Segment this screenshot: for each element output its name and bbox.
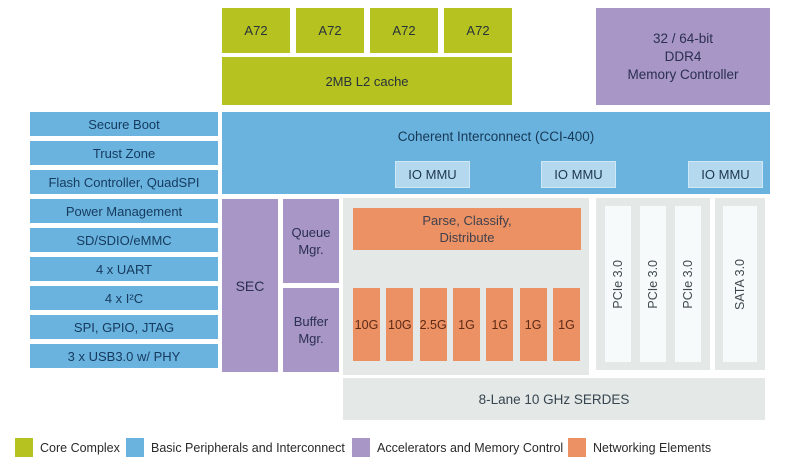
legend-label: Basic Peripherals and Interconnect <box>151 440 345 455</box>
parse-classify-distribute-block: Parse, Classify, Distribute <box>353 208 581 250</box>
coherent-interconnect-label: Coherent Interconnect (CCI-400) <box>397 129 595 144</box>
buffer-manager-block: Buffer Mgr. <box>283 288 339 372</box>
pcie-container: PCIe 3.0 PCIe 3.0 PCIe 3.0 <box>596 198 710 370</box>
io-mmu-block: IO MMU <box>395 161 470 188</box>
l2-cache-block: 2MB L2 cache <box>222 57 512 105</box>
sata-container: SATA 3.0 <box>715 198 765 370</box>
networking-container: Parse, Classify, Distribute 10G 10G 2.5G… <box>343 198 589 375</box>
pcie-lane-label: PCIe 3.0 <box>646 259 660 309</box>
cpu-core-block: A72 <box>296 8 364 53</box>
sata-lane-label: SATA 3.0 <box>733 258 747 310</box>
legend-label: Accelerators and Memory Control <box>377 440 564 455</box>
sata-lane-block: SATA 3.0 <box>723 206 757 362</box>
legend-item-networking: Networking Elements <box>568 438 711 457</box>
cpu-core-block: A72 <box>444 8 512 53</box>
io-mmu-block: IO MMU <box>541 161 616 188</box>
ddr4-line: Memory Controller <box>627 66 739 82</box>
parse-line: Parse, Classify, <box>422 213 512 228</box>
peripheral-spi-gpio-jtag: SPI, GPIO, JTAG <box>30 315 218 339</box>
cpu-core-block: A72 <box>222 8 290 53</box>
legend-item-core-complex: Core Complex <box>15 438 120 457</box>
peripheral-uart: 4 x UART <box>30 257 218 281</box>
legend-label: Core Complex <box>40 440 120 455</box>
legend-label: Networking Elements <box>593 440 712 455</box>
ethernet-port-block: 10G <box>353 288 380 361</box>
ethernet-port-block: 1G <box>486 288 514 361</box>
ethernet-port-block: 1G <box>519 288 547 361</box>
ethernet-port-row: 10G 10G 2.5G 1G 1G 1G 1G <box>353 288 580 361</box>
legend-item-accelerators: Accelerators and Memory Control <box>352 438 563 457</box>
ddr4-line: DDR4 <box>664 48 702 64</box>
legend-swatch-networking <box>568 438 586 457</box>
pcie-lane-label: PCIe 3.0 <box>611 259 625 309</box>
core-complex-row: A72 A72 A72 A72 <box>222 8 512 53</box>
ddr4-line: 32 / 64-bit <box>652 30 714 46</box>
io-mmu-block: IO MMU <box>688 161 763 188</box>
legend-swatch-core-complex <box>15 438 33 457</box>
peripheral-sd-sdio-emmc: SD/SDIO/eMMC <box>30 228 218 252</box>
legend-item-basic-peripherals: Basic Peripherals and Interconnect <box>126 438 345 457</box>
pcie-lane-block: PCIe 3.0 <box>675 206 701 362</box>
legend-swatch-accelerators <box>352 438 370 457</box>
coherent-interconnect-block: Coherent Interconnect (CCI-400) IO MMU I… <box>222 112 770 194</box>
peripheral-i2c: 4 x I²C <box>30 286 218 310</box>
legend-swatch-basic-peripherals <box>126 438 144 457</box>
pcie-lane-label: PCIe 3.0 <box>681 259 695 309</box>
ethernet-port-block: 1G <box>452 288 480 361</box>
ethernet-port-block: 1G <box>552 288 580 361</box>
peripheral-power-management: Power Management <box>30 199 218 223</box>
peripheral-flash-controller: Flash Controller, QuadSPI <box>30 170 218 194</box>
peripheral-trust-zone: Trust Zone <box>30 141 218 165</box>
pcie-lane-block: PCIe 3.0 <box>605 206 631 362</box>
ddr4-memory-controller-block: 32 / 64-bit DDR4 Memory Controller <box>596 8 770 105</box>
cpu-core-block: A72 <box>370 8 438 53</box>
ethernet-port-block: 10G <box>386 288 414 361</box>
parse-line: Distribute <box>439 230 495 245</box>
ethernet-port-block: 2.5G <box>420 288 447 361</box>
sec-block: SEC <box>222 199 278 372</box>
serdes-bar: 8-Lane 10 GHz SERDES <box>343 378 765 420</box>
peripheral-secure-boot: Secure Boot <box>30 112 218 136</box>
pcie-lane-block: PCIe 3.0 <box>640 206 666 362</box>
queue-manager-block: Queue Mgr. <box>283 199 339 283</box>
peripheral-usb3: 3 x USB3.0 w/ PHY <box>30 344 218 368</box>
